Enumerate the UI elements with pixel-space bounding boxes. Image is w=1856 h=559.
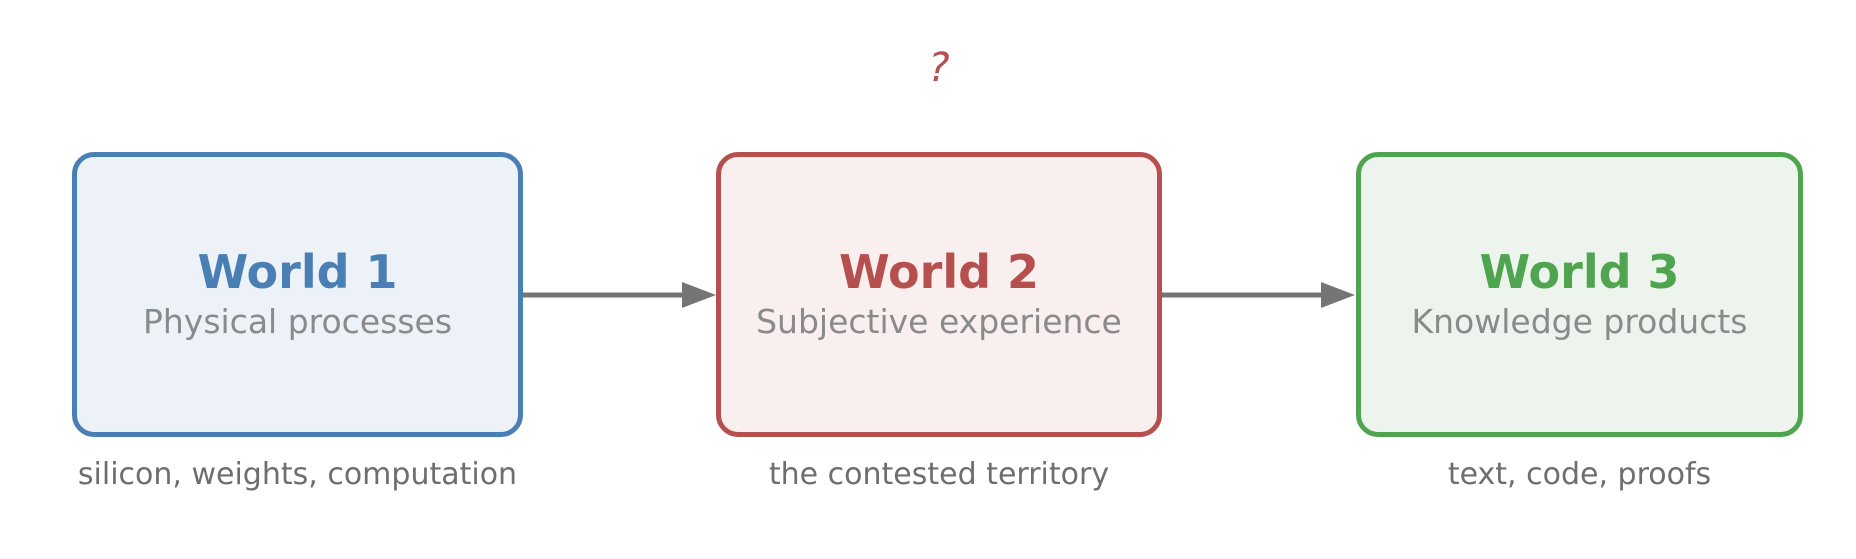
world3-caption: text, code, proofs bbox=[1447, 457, 1712, 492]
world3-box: World 3 Knowledge products bbox=[1356, 152, 1803, 437]
world1-box: World 1 Physical processes bbox=[72, 152, 523, 437]
world1-caption: silicon, weights, computation bbox=[77, 457, 518, 492]
arrow-head-icon bbox=[682, 282, 716, 308]
world1-title: World 1 bbox=[197, 245, 398, 300]
arrow-head-icon bbox=[1321, 282, 1355, 308]
world2-subtitle: Subjective experience bbox=[756, 302, 1122, 341]
world2-box: World 2 Subjective experience bbox=[716, 152, 1162, 437]
world1-subtitle: Physical processes bbox=[142, 302, 453, 341]
world2-title: World 2 bbox=[838, 245, 1040, 300]
arrow-world2-to-world3 bbox=[1162, 282, 1355, 308]
question-mark-label: ? bbox=[928, 45, 950, 91]
world3-title: World 3 bbox=[1479, 245, 1680, 300]
world3-subtitle: Knowledge products bbox=[1411, 302, 1748, 341]
world2-caption: the contested territory bbox=[768, 457, 1110, 492]
arrow-world1-to-world2 bbox=[523, 282, 716, 308]
